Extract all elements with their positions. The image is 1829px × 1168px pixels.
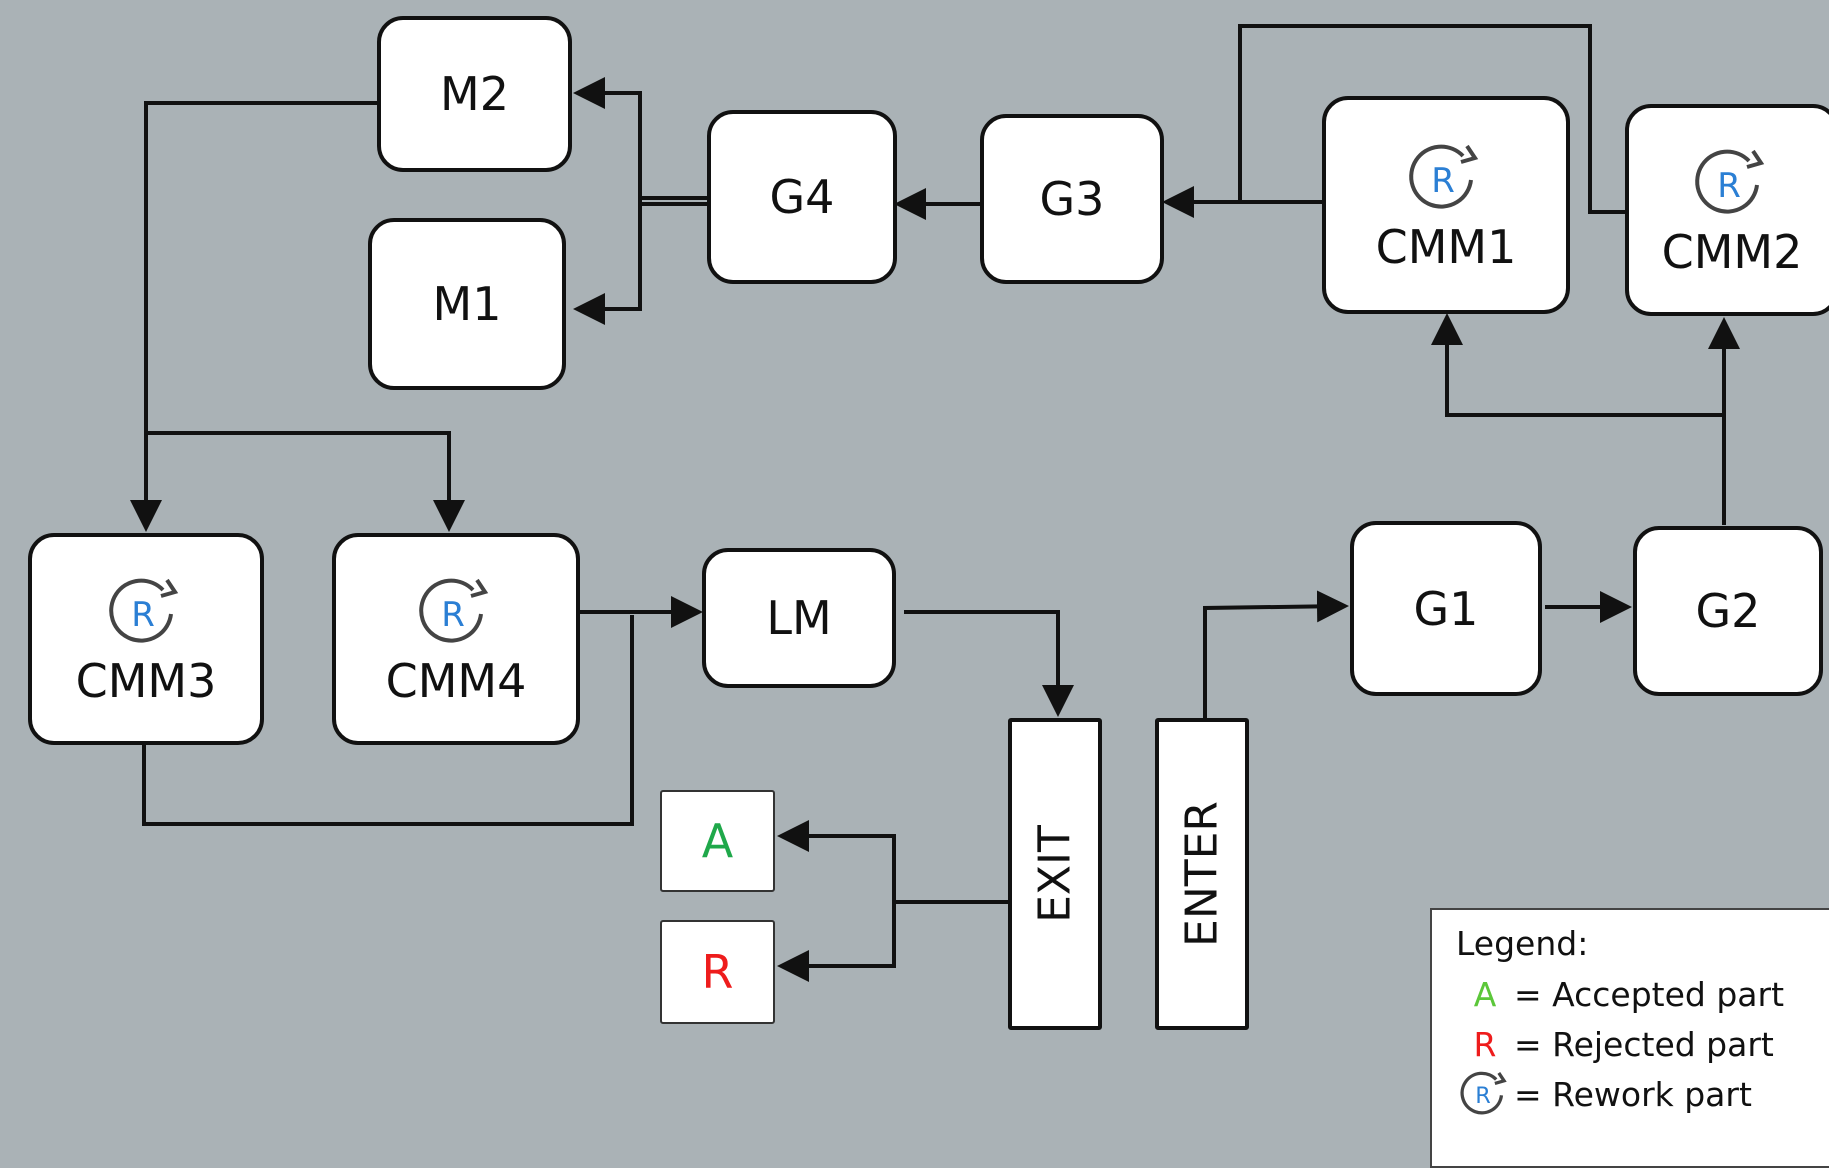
svg-text:R: R xyxy=(441,595,465,635)
arrow-exit-to-accepted xyxy=(777,820,896,902)
node-lm-label: LM xyxy=(766,591,832,645)
line-cmm2-loop xyxy=(1238,24,1625,214)
node-g1[interactable]: G1 xyxy=(1350,521,1542,696)
node-cmm1[interactable]: R CMM1 xyxy=(1322,96,1570,314)
node-m2-label: M2 xyxy=(440,67,509,121)
node-cmm2-label: CMM2 xyxy=(1661,225,1803,279)
legend-item-rework: R = Rework part xyxy=(1456,1069,1829,1119)
arrow-exit-to-rejected xyxy=(777,902,896,982)
node-g4[interactable]: G4 xyxy=(707,110,897,284)
rework-icon: R xyxy=(1695,149,1765,214)
legend-text-accepted: = Accepted part xyxy=(1514,974,1785,1014)
arrow-to-cmm4 xyxy=(146,431,465,532)
node-cmm2[interactable]: R CMM2 xyxy=(1625,104,1829,316)
node-cmm4[interactable]: R CMM4 xyxy=(332,533,580,745)
node-g1-label: G1 xyxy=(1413,581,1479,636)
arrow-g4-to-m2 xyxy=(573,77,642,210)
arrow-enter-to-g1 xyxy=(1203,590,1349,718)
node-cmm3[interactable]: R CMM3 xyxy=(28,533,264,745)
legend-symbol-accepted: A xyxy=(1473,974,1497,1014)
node-g3-label: G3 xyxy=(1039,172,1105,226)
node-rejected[interactable]: R xyxy=(660,920,775,1024)
node-g2[interactable]: G2 xyxy=(1633,526,1823,696)
node-accepted-label: A xyxy=(701,814,734,868)
legend-item-rejected: R = Rejected part xyxy=(1456,1019,1829,1069)
legend: Legend: A = Accepted part R = Rejected p… xyxy=(1430,908,1829,1168)
node-g2-label: G2 xyxy=(1695,584,1761,638)
svg-text:R: R xyxy=(131,595,155,635)
node-accepted[interactable]: A xyxy=(660,790,775,892)
node-enter-label: ENTER xyxy=(1176,801,1228,947)
node-m2[interactable]: M2 xyxy=(377,16,572,172)
line-cmm3-route xyxy=(142,615,634,826)
rework-icon: R xyxy=(419,578,489,643)
node-enter[interactable]: ENTER xyxy=(1155,718,1249,1030)
node-rejected-label: R xyxy=(701,945,734,999)
node-exit-label: EXIT xyxy=(1029,825,1081,923)
arrow-lm-to-exit xyxy=(904,610,1074,717)
node-m1-label: M1 xyxy=(432,277,502,331)
node-g3[interactable]: G3 xyxy=(980,114,1164,284)
flow-connectors xyxy=(130,24,1740,982)
rework-icon: R xyxy=(109,578,179,643)
rework-icon: R xyxy=(1409,144,1479,209)
node-g4-label: G4 xyxy=(769,170,835,224)
legend-text-rework: = Rework part xyxy=(1514,1074,1752,1114)
line-m2-down xyxy=(144,101,377,433)
legend-title: Legend: xyxy=(1456,924,1589,963)
legend-item-accepted: A = Accepted part xyxy=(1456,969,1829,1019)
legend-symbol-rejected: R xyxy=(1473,1024,1497,1064)
node-lm[interactable]: LM xyxy=(702,548,896,688)
rework-icon: R xyxy=(1460,1071,1507,1115)
node-cmm4-label: CMM4 xyxy=(385,654,527,708)
node-exit[interactable]: EXIT xyxy=(1008,718,1102,1030)
arrow-to-cmm1 xyxy=(1431,313,1724,417)
legend-symbol-rework: R xyxy=(1456,1069,1514,1119)
node-m1[interactable]: M1 xyxy=(368,218,566,390)
legend-text-rejected: = Rejected part xyxy=(1514,1024,1774,1064)
node-cmm1-label: CMM1 xyxy=(1375,220,1517,274)
svg-text:R: R xyxy=(1475,1083,1491,1109)
svg-text:R: R xyxy=(1717,166,1741,206)
svg-text:R: R xyxy=(1431,161,1455,201)
node-cmm3-label: CMM3 xyxy=(75,654,217,708)
arrow-g4-to-m1 xyxy=(573,198,642,325)
